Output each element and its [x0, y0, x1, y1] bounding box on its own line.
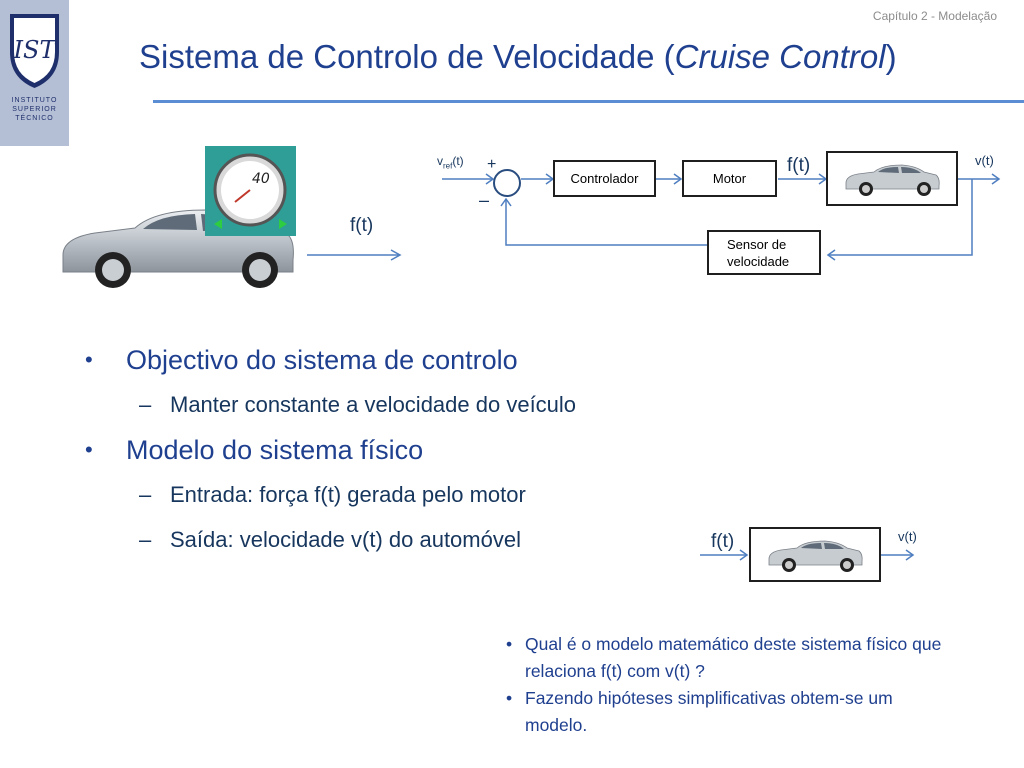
- ref-label: vref(t): [437, 154, 464, 171]
- bullet-list: Objectivo do sistema de controlo Manter …: [85, 340, 576, 565]
- title-main: Sistema de Controlo de Velocidade (: [139, 38, 675, 75]
- bullet-item: Saída: velocidade v(t) do automóvel: [85, 520, 576, 565]
- logo-text: INSTITUTO SUPERIOR TÉCNICO: [11, 97, 58, 122]
- bullet-item: Entrada: força f(t) gerada pelo motor: [85, 475, 576, 520]
- chapter-label: Capítulo 2 - Modelação: [872, 9, 997, 23]
- block-diagram-lines: [442, 169, 1001, 261]
- bullet-item: Manter constante a velocidade do veículo: [85, 385, 576, 430]
- bullet-item: Objectivo do sistema de controlo: [85, 340, 576, 385]
- page-title: Sistema de Controlo de Velocidade (Cruis…: [139, 38, 897, 76]
- plus-sign: +: [487, 156, 497, 173]
- bullet-item: Modelo do sistema físico: [85, 430, 576, 475]
- title-end: ): [885, 38, 897, 75]
- title-italic: Cruise Control: [674, 38, 886, 75]
- small-model-arrows: [700, 549, 915, 561]
- car-force-arrow: [307, 249, 402, 261]
- small-input-label: f(t): [711, 531, 735, 552]
- title-rule: [153, 100, 1024, 103]
- motor-block: Motor: [682, 160, 777, 197]
- small-car-block: [749, 527, 881, 582]
- force-label: f(t): [787, 155, 811, 176]
- svg-text:IST: IST: [13, 36, 58, 64]
- car-icon: [845, 164, 940, 196]
- notes-list: Qual é o modelo matemático deste sistema…: [506, 631, 946, 739]
- note-item: Fazendo hipóteses simplificativas obtem-…: [506, 685, 946, 739]
- minus-sign: –: [479, 190, 490, 210]
- ist-logo: IST INSTITUTO SUPERIOR TÉCNICO: [0, 0, 69, 146]
- car-icon: [768, 540, 863, 572]
- output-label: v(t): [975, 153, 994, 168]
- sensor-block: Sensor de velocidade: [707, 230, 821, 275]
- speedometer-icon: 40: [213, 153, 287, 229]
- controller-block: Controlador: [553, 160, 656, 197]
- ist-shield-icon: IST: [10, 14, 59, 88]
- speedometer: 40: [205, 146, 296, 236]
- small-output-label: v(t): [898, 529, 917, 544]
- note-item: Qual é o modelo matemático deste sistema…: [506, 631, 946, 685]
- car-block: [826, 151, 958, 206]
- car-force-label: f(t): [350, 215, 374, 236]
- speed-reading: 40: [252, 171, 270, 187]
